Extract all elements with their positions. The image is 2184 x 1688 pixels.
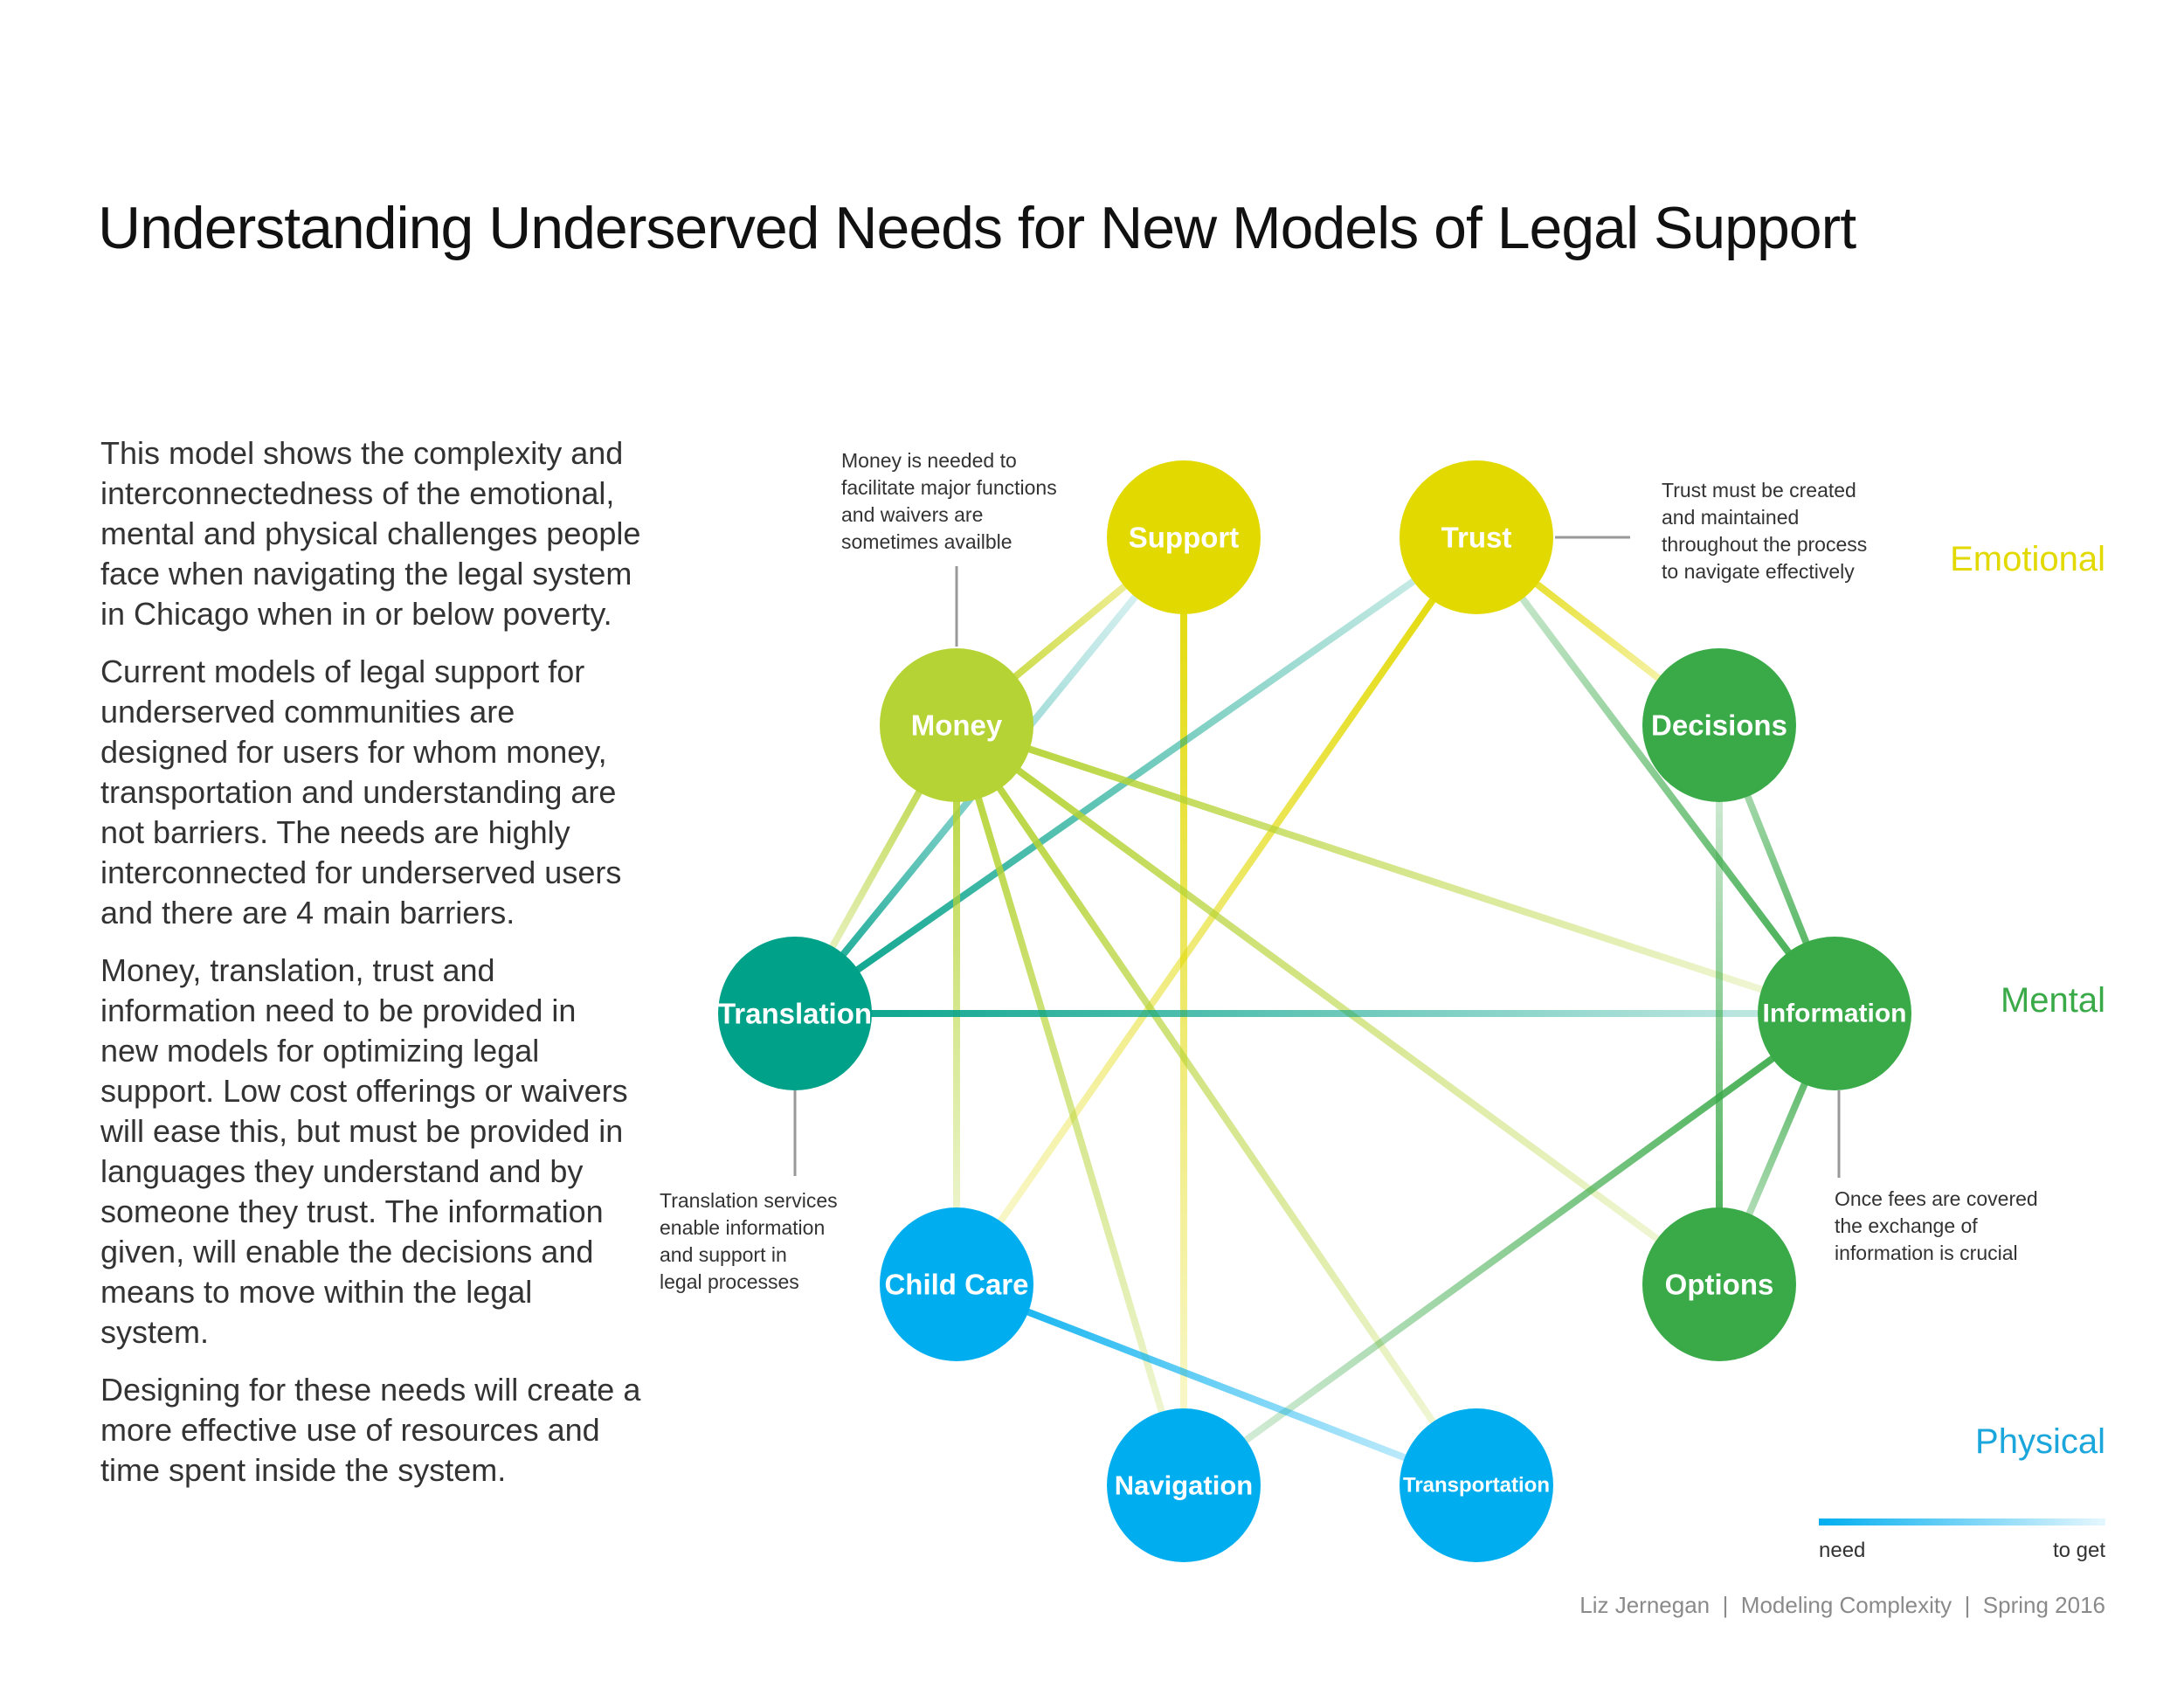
node-information-circle xyxy=(1758,937,1911,1090)
annotation-line: facilitate major functions xyxy=(841,476,1057,499)
node-trust-circle xyxy=(1400,460,1553,614)
intro-paragraph: This model shows the complexity and inte… xyxy=(100,435,641,632)
node-translation: Translation xyxy=(718,937,872,1090)
money-annotation: Money is needed to facilitate major func… xyxy=(841,449,1057,553)
band-label-emotional: Emotional xyxy=(1950,540,2105,578)
annotation-line: Once fees are covered xyxy=(1835,1187,2038,1210)
legend-to-get-label: to get xyxy=(2053,1539,2105,1562)
link-money-options xyxy=(954,722,1722,1288)
node-translation-circle xyxy=(718,937,872,1090)
node-transportation: Transportation xyxy=(1400,1408,1553,1562)
node-options: Options xyxy=(1642,1207,1796,1361)
node-options-circle xyxy=(1642,1207,1796,1361)
node-childcare-label: Child Care xyxy=(884,1269,1028,1301)
link-trust-translation xyxy=(792,534,1479,1017)
annotation-line: information is crucial xyxy=(1835,1242,2018,1264)
annotation-line: and waivers are xyxy=(841,503,983,526)
node-decisions-circle xyxy=(1642,648,1796,802)
node-navigation-label: Navigation xyxy=(1115,1470,1253,1501)
node-information-label: Information xyxy=(1763,1000,1907,1028)
annotation-line: throughout the process xyxy=(1662,533,1867,556)
annotation-line: legal processes xyxy=(660,1270,799,1293)
link-money-information xyxy=(955,722,1836,1017)
annotation-line: the exchange of xyxy=(1835,1214,1978,1237)
legend: need to get xyxy=(1819,1519,2105,1562)
node-trust-label: Trust xyxy=(1441,522,1512,554)
annotation-line: Trust must be created xyxy=(1662,479,1856,502)
band-label-physical: Physical xyxy=(1975,1422,2105,1461)
node-information: Information xyxy=(1758,937,1911,1090)
legend-need-label: need xyxy=(1819,1539,1865,1562)
node-transportation-circle xyxy=(1400,1408,1553,1562)
link-trust-information xyxy=(1473,535,1838,1016)
node-navigation: Navigation xyxy=(1107,1408,1261,1562)
link-childcare-transportation xyxy=(955,1281,1478,1489)
node-childcare: Child Care xyxy=(880,1207,1033,1361)
node-decisions-label: Decisions xyxy=(1651,709,1787,742)
page-title: Understanding Underserved Needs for New … xyxy=(98,195,1856,261)
node-support-circle xyxy=(1107,460,1261,614)
node-options-label: Options xyxy=(1665,1269,1774,1301)
legend-gradient-bar xyxy=(1819,1519,2105,1525)
node-trust: Trust xyxy=(1400,460,1553,614)
intro-text: This model shows the complexity and inte… xyxy=(100,433,642,1508)
annotation-line: and maintained xyxy=(1662,506,1799,529)
node-transportation-label: Transportation xyxy=(1403,1474,1550,1498)
trust-annotation: Trust must be created and maintained thr… xyxy=(1662,479,1867,583)
node-support-label: Support xyxy=(1129,522,1239,554)
annotation-line: enable information xyxy=(660,1216,825,1239)
link-information-navigation xyxy=(1181,1010,1837,1489)
translation-annotation: Translation services enable information … xyxy=(660,1189,838,1293)
annotation-line: Money is needed to xyxy=(841,449,1017,472)
node-money: Money xyxy=(880,648,1033,802)
link-money-transportation xyxy=(953,723,1480,1488)
node-decisions: Decisions xyxy=(1642,648,1796,802)
node-navigation-circle xyxy=(1107,1408,1261,1562)
annotation-line: Translation services xyxy=(660,1189,838,1212)
band-label-mental: Mental xyxy=(2001,981,2105,1020)
intro-paragraph: Current models of legal support for unde… xyxy=(100,654,622,930)
annotation-line: and support in xyxy=(660,1243,787,1266)
annotation-line: to navigate effectively xyxy=(1662,560,1855,583)
intro-paragraph: Money, translation, trust and informatio… xyxy=(100,952,628,1350)
footer-credit: Liz Jernegan | Modeling Complexity | Spr… xyxy=(1579,1592,2105,1618)
node-money-circle xyxy=(880,648,1033,802)
annotation-line: sometimes availble xyxy=(841,530,1013,553)
node-support: Support xyxy=(1107,460,1261,614)
link-money-navigation xyxy=(953,723,1187,1487)
node-childcare-circle xyxy=(880,1207,1033,1361)
node-translation-label: Translation xyxy=(718,998,872,1030)
information-annotation: Once fees are covered the exchange of in… xyxy=(1835,1187,2038,1264)
link-trust-childcare xyxy=(953,535,1480,1287)
node-money-label: Money xyxy=(911,709,1003,742)
intro-paragraph: Designing for these needs will create a … xyxy=(100,1372,641,1488)
